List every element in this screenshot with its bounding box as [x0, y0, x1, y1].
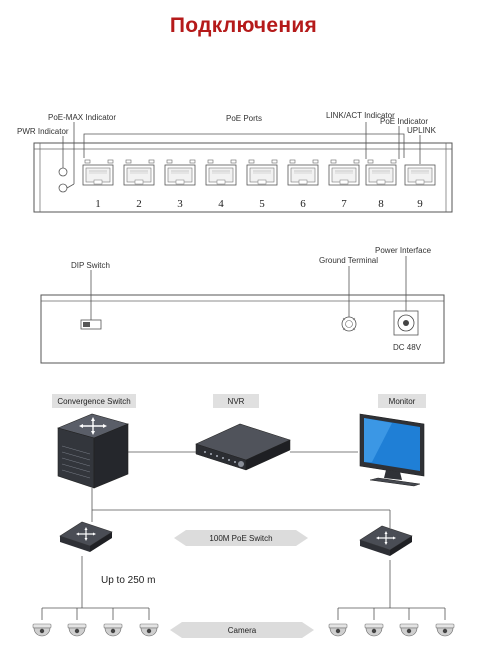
camera-icon [67, 623, 87, 637]
poe-max-indicator-led [58, 183, 68, 193]
poe-port [246, 164, 278, 186]
poe-switch-left-icon [59, 521, 113, 553]
link-act-indicator-label: LINK/ACT Indicator [326, 111, 395, 120]
nvr-label: NVR [228, 397, 245, 406]
dc-voltage-label: DC 48V [393, 343, 422, 352]
port-number: 4 [218, 198, 224, 210]
rear-panel: DIP Switch Ground Terminal Power Interfa… [40, 246, 445, 364]
power-interface-label: Power Interface [375, 246, 432, 255]
monitor-icon [359, 413, 425, 487]
poe-port [164, 164, 196, 186]
poe-max-indicator-label: PoE-MAX Indicator [48, 113, 116, 122]
poe-port [287, 164, 319, 186]
distance-label: Up to 250 m [101, 575, 155, 586]
camera-icon [435, 623, 455, 637]
port-number: 8 [378, 198, 384, 210]
dip-switch [80, 319, 102, 330]
pwr-indicator-label: PWR Indicator [17, 127, 69, 136]
network-diagram: Convergence Switch NVR Monitor [32, 394, 455, 638]
camera-label: Camera [228, 626, 257, 635]
poe-switch-label: 100M PoE Switch [209, 534, 272, 543]
camera-icon [103, 623, 123, 637]
poe-switch-right-icon [359, 525, 413, 557]
uplink-port [404, 164, 436, 186]
page-title: Подключения [169, 14, 318, 37]
poe-port [365, 164, 397, 186]
convergence-switch-label: Convergence Switch [57, 397, 130, 406]
poe-port [82, 164, 114, 186]
poe-ports-label: PoE Ports [226, 114, 262, 123]
camera-icon [328, 623, 348, 637]
port-number: 3 [177, 198, 183, 210]
poe-port [328, 164, 360, 186]
pwr-indicator-led [58, 167, 68, 177]
port-number: 1 [95, 198, 101, 210]
rear-panel-chassis [40, 294, 445, 364]
port-number: 5 [259, 198, 265, 210]
port-number: 6 [300, 198, 306, 210]
power-interface-icon [393, 310, 419, 336]
convergence-switch-icon [57, 413, 129, 489]
port-number: 7 [341, 198, 347, 210]
port-number: 9 [417, 198, 423, 210]
poe-port [123, 164, 155, 186]
front-panel: 1 2 3 4 5 6 7 8 9 PWR Indicator PoE-MAX … [17, 111, 453, 213]
nvr-header [213, 394, 259, 408]
convergence-switch-header [52, 394, 136, 408]
poe-switch-banner: 100M PoE Switch [174, 530, 308, 546]
poe-port [205, 164, 237, 186]
monitor-header [378, 394, 426, 408]
dip-switch-label: DIP Switch [71, 261, 110, 270]
monitor-label: Monitor [389, 397, 416, 406]
nvr-icon [195, 423, 291, 471]
camera-icon [32, 623, 52, 637]
port-indicator-leds [84, 159, 397, 164]
camera-icon [399, 623, 419, 637]
camera-icon [139, 623, 159, 637]
camera-icon [364, 623, 384, 637]
uplink-label: UPLINK [407, 126, 437, 135]
ground-terminal-icon [341, 316, 357, 332]
camera-banner: Camera [170, 622, 314, 638]
ground-terminal-label: Ground Terminal [319, 256, 378, 265]
poe-indicator-label: PoE Indicator [380, 117, 428, 126]
port-number: 2 [136, 198, 142, 210]
